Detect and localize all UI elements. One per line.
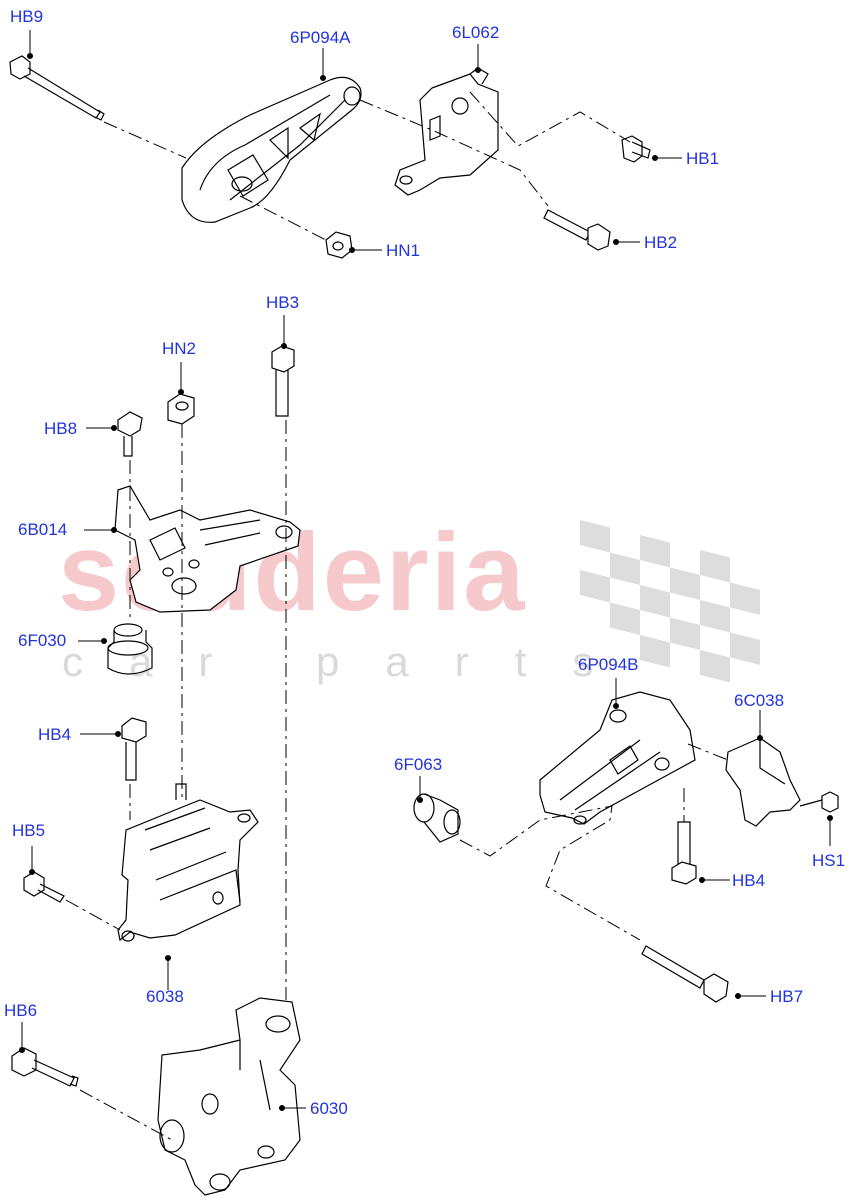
callout-hb8[interactable]: HB8 xyxy=(44,419,78,438)
bolt-hb1 xyxy=(621,135,651,163)
mount-6038 xyxy=(117,783,259,942)
callout-6f030[interactable]: 6F030 xyxy=(18,631,67,650)
bolt-hb5 xyxy=(23,871,65,903)
arm-6p094b xyxy=(539,691,696,825)
callout-6b014[interactable]: 6B014 xyxy=(18,520,68,539)
bolt-hb4-right xyxy=(671,821,697,885)
bush-6f030 xyxy=(107,623,153,675)
bolt-hb8 xyxy=(117,411,143,457)
callout-hb4-right[interactable]: HB4 xyxy=(732,871,766,890)
bolt-hb2 xyxy=(543,209,611,251)
callout-hb9[interactable]: HB9 xyxy=(10,7,44,26)
callout-hb6[interactable]: HB6 xyxy=(4,1001,38,1020)
bracket-6l062 xyxy=(394,67,499,196)
bolt-hb3 xyxy=(271,345,295,417)
callout-hb4-left[interactable]: HB4 xyxy=(38,725,72,744)
bolt-hb9 xyxy=(9,55,105,121)
callout-6c038[interactable]: 6C038 xyxy=(734,691,785,710)
callout-hn2[interactable]: HN2 xyxy=(162,339,197,358)
callout-hb1[interactable]: HB1 xyxy=(686,149,720,168)
nut-hn1 xyxy=(325,231,353,259)
bracket-6c038 xyxy=(725,737,801,827)
callout-6038[interactable]: 6038 xyxy=(146,987,184,1006)
callout-6p094a[interactable]: 6P094A xyxy=(290,28,351,47)
part-6p094a-arm xyxy=(181,76,362,223)
callout-hn1[interactable]: HN1 xyxy=(386,241,421,260)
checkered-flag-watermark xyxy=(580,520,760,683)
nut-hn2 xyxy=(167,393,195,425)
bolt-hb7 xyxy=(641,945,729,1003)
bolt-hb4-left xyxy=(121,717,147,781)
callout-hb2[interactable]: HB2 xyxy=(644,233,678,252)
bracket-6b014 xyxy=(114,485,301,613)
bolt-hs1 xyxy=(799,791,839,813)
callout-hb7[interactable]: HB7 xyxy=(770,987,804,1006)
callout-6f063[interactable]: 6F063 xyxy=(394,755,443,774)
callout-6030[interactable]: 6030 xyxy=(310,1099,348,1118)
callout-6l062[interactable]: 6L062 xyxy=(452,23,500,42)
callout-hb5[interactable]: HB5 xyxy=(12,821,46,840)
callout-hb3[interactable]: HB3 xyxy=(266,293,300,312)
callout-6p094b[interactable]: 6P094B xyxy=(578,655,639,674)
callout-hs1[interactable]: HS1 xyxy=(812,851,846,870)
bolt-hb6 xyxy=(11,1047,79,1087)
bracket-6030 xyxy=(157,997,301,1196)
